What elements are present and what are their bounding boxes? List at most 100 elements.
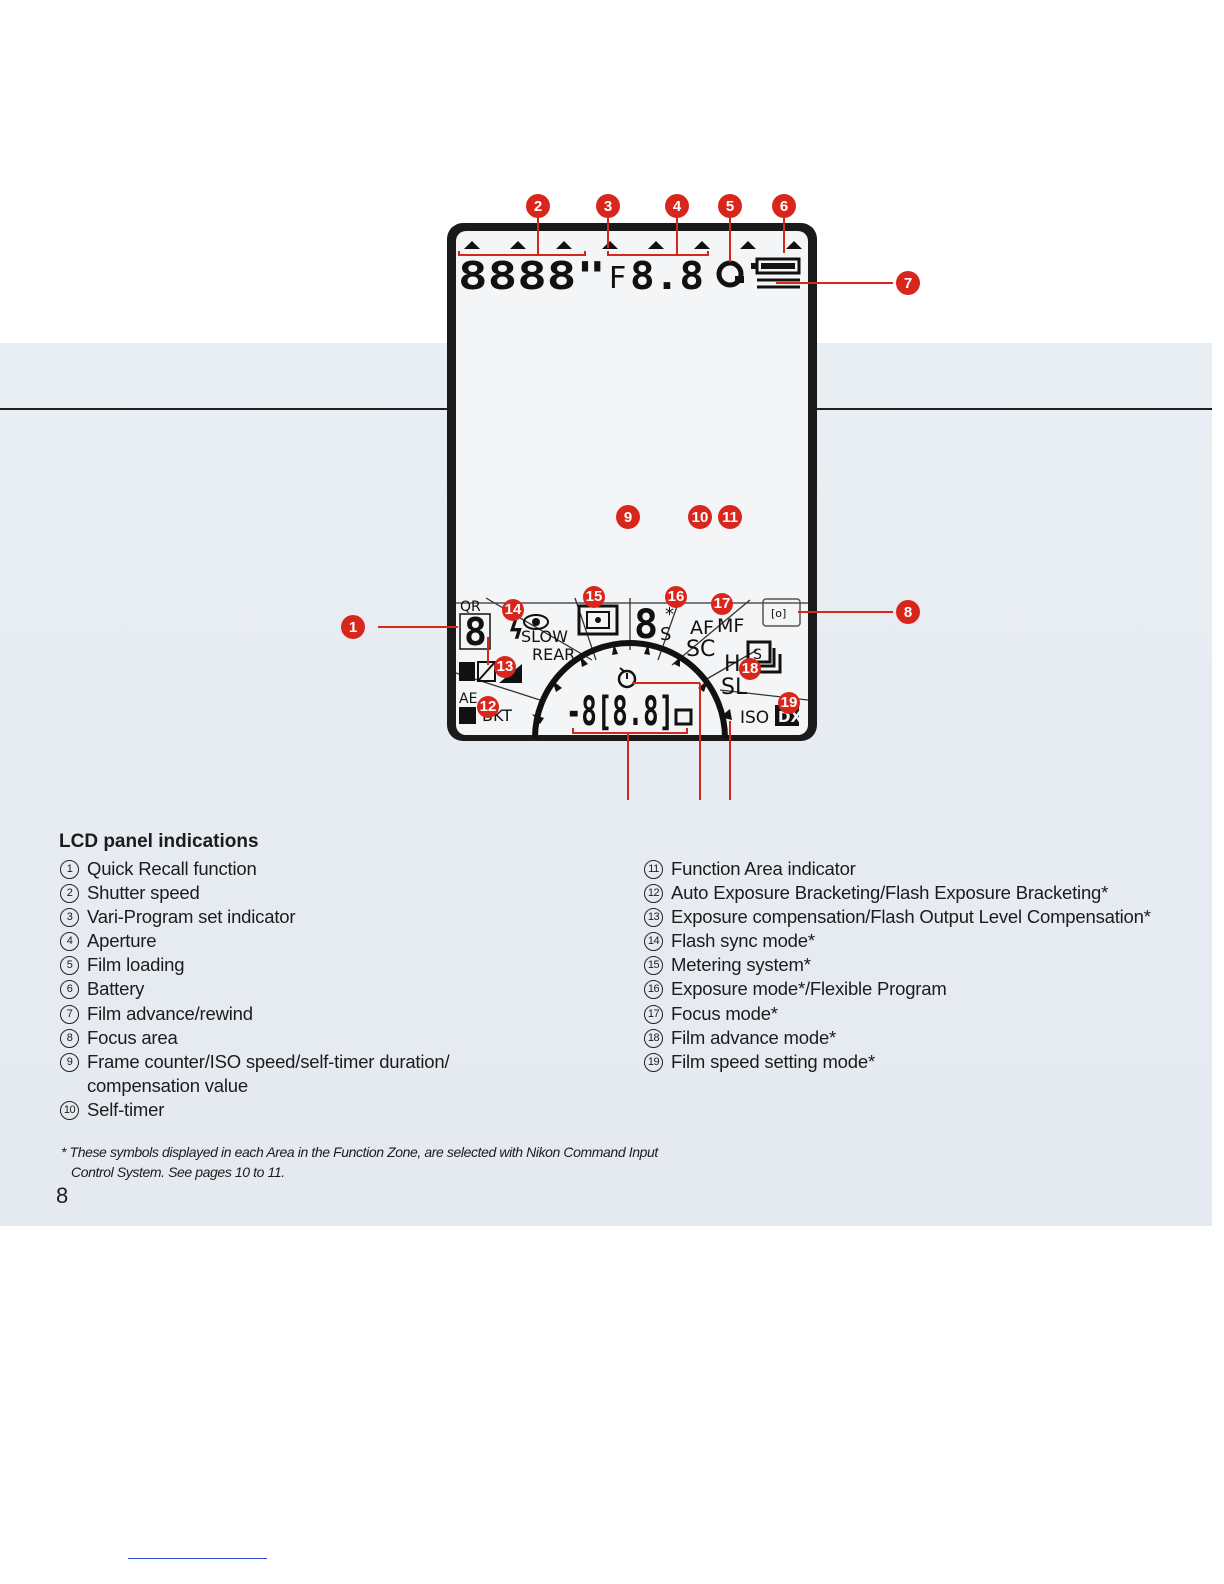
- legend-item: 2 Shutter speed: [59, 881, 599, 905]
- legend-label: Focus area: [87, 1026, 178, 1048]
- svg-text:13: 13: [497, 658, 514, 675]
- focus-mode-mf: MF: [717, 615, 744, 637]
- film-loading-icon: [716, 260, 744, 288]
- bottom-link-underline[interactable]: [128, 1558, 267, 1559]
- legend-number: 4: [60, 932, 79, 952]
- svg-text:5: 5: [726, 198, 734, 215]
- svg-text:17: 17: [714, 595, 731, 612]
- svg-text:12: 12: [480, 698, 497, 715]
- aperture-readout: 8.8: [630, 254, 704, 298]
- callout-4: 4: [665, 194, 689, 218]
- legend-label: Exposure compensation/Flash Output Level…: [671, 906, 1151, 928]
- legend-number: 13: [644, 908, 663, 928]
- callout-2: 2: [526, 194, 550, 218]
- legend-item: 14 Flash sync mode*: [643, 929, 1213, 953]
- legend-label: Aperture: [87, 930, 157, 952]
- svg-text:10: 10: [692, 509, 709, 526]
- legend-label: Quick Recall function: [87, 858, 257, 879]
- legend-label: Focus mode*: [671, 1002, 778, 1024]
- legend-label: Battery: [87, 978, 145, 1000]
- svg-text:7: 7: [904, 275, 912, 292]
- quick-recall-box: [459, 613, 491, 650]
- svg-text:16: 16: [668, 588, 685, 605]
- legend-number: 3: [60, 908, 79, 928]
- red-eye-icon: [523, 614, 549, 630]
- legend-number: 11: [644, 860, 663, 879]
- focus-area-symbol: [o]: [771, 607, 786, 620]
- legend-label: Self-timer: [87, 1098, 165, 1120]
- bracketing-ae-label: AE: [459, 691, 477, 707]
- legend-title: LCD panel indications: [59, 831, 259, 852]
- footnote-line-2: Control System. See pages 10 to 11.: [71, 1164, 285, 1180]
- legend-item: 16 Exposure mode*/Flexible Program: [643, 977, 1213, 1001]
- legend-label: Auto Exposure Bracketing/Flash Exposure …: [671, 882, 1109, 904]
- callout-17: 17: [711, 593, 733, 615]
- svg-text:19: 19: [781, 694, 798, 711]
- callout-13: 13: [494, 656, 516, 678]
- advance-mode-s: S: [753, 647, 762, 663]
- legend-number: 8: [60, 1028, 79, 1048]
- svg-text:1: 1: [349, 619, 357, 636]
- legend-number: 2: [60, 884, 79, 904]
- self-timer-icon: [617, 667, 637, 689]
- frame-counter-readout: -8[8.8]: [566, 689, 674, 735]
- legend-label: Metering system*: [671, 954, 811, 976]
- flash-slow-label: SLOW: [521, 627, 568, 646]
- footnote: * These symbols displayed in each Area i…: [61, 1142, 741, 1182]
- lcd-panel-diagram: 8888" F 8.8 QR 8 ϟ SLOW REAR: [341, 194, 920, 800]
- legend-label: Film speed setting mode*: [671, 1050, 875, 1072]
- bracketing-flash-icon: [459, 707, 476, 724]
- legend-number: 1: [60, 860, 79, 879]
- callout-6: 6: [772, 194, 796, 218]
- footnote-line-1: * These symbols displayed in each Area i…: [61, 1144, 658, 1160]
- svg-text:4: 4: [673, 198, 682, 215]
- advance-mode-h: H: [724, 652, 741, 677]
- legend-label: Film loading: [87, 954, 185, 976]
- legend-item: 12 Auto Exposure Bracketing/Flash Exposur…: [643, 881, 1213, 905]
- exposure-mode-s: S: [660, 624, 671, 645]
- svg-text:18: 18: [742, 660, 759, 677]
- callout-3: 3: [596, 194, 620, 218]
- callout-15: 15: [583, 586, 605, 608]
- callout-18: 18: [739, 658, 761, 680]
- callout-9: 9: [616, 505, 640, 529]
- frame-counter-unit-icon: [674, 708, 693, 726]
- legend-label: Function Area indicator: [671, 858, 856, 879]
- legend-item-continuation: compensation value: [59, 1074, 599, 1098]
- legend-item: 8 Focus area: [59, 1026, 599, 1050]
- iso-label: ISO: [740, 708, 769, 728]
- legend-label: Flash sync mode*: [671, 930, 815, 952]
- svg-text:9: 9: [624, 509, 632, 526]
- focus-mode-sc: SC: [686, 637, 715, 662]
- legend-number: 18: [644, 1028, 663, 1048]
- film-advance-rewind-bars: [757, 278, 800, 289]
- focus-mode-af: AF: [690, 617, 714, 639]
- quick-recall-digit: 8: [464, 610, 487, 654]
- advance-mode-sl: SL: [721, 675, 748, 700]
- callout-16: 16: [665, 586, 687, 608]
- legend-number: 14: [644, 932, 663, 952]
- legend-item: 4 Aperture: [59, 929, 599, 953]
- callout-19: 19: [778, 692, 800, 714]
- page-number: 8: [56, 1183, 69, 1208]
- function-area-pointer: [720, 709, 732, 720]
- svg-text:8: 8: [904, 604, 912, 621]
- legend-label: Vari-Program set indicator: [87, 906, 296, 928]
- callout-11: 11: [718, 505, 742, 529]
- legend-label: Exposure mode*/Flexible Program: [671, 978, 947, 1000]
- svg-text:6: 6: [780, 198, 788, 215]
- legend-number: 16: [644, 980, 663, 1000]
- legend-number: 12: [644, 884, 663, 904]
- svg-text:14: 14: [505, 601, 522, 618]
- callout-10: 10: [688, 505, 712, 529]
- legend-number: 15: [644, 956, 663, 976]
- aperture-prefix: F: [609, 261, 626, 296]
- frame-counter-dome: [532, 640, 728, 739]
- svg-text:2: 2: [534, 198, 542, 215]
- legend-label: Shutter speed: [87, 882, 200, 904]
